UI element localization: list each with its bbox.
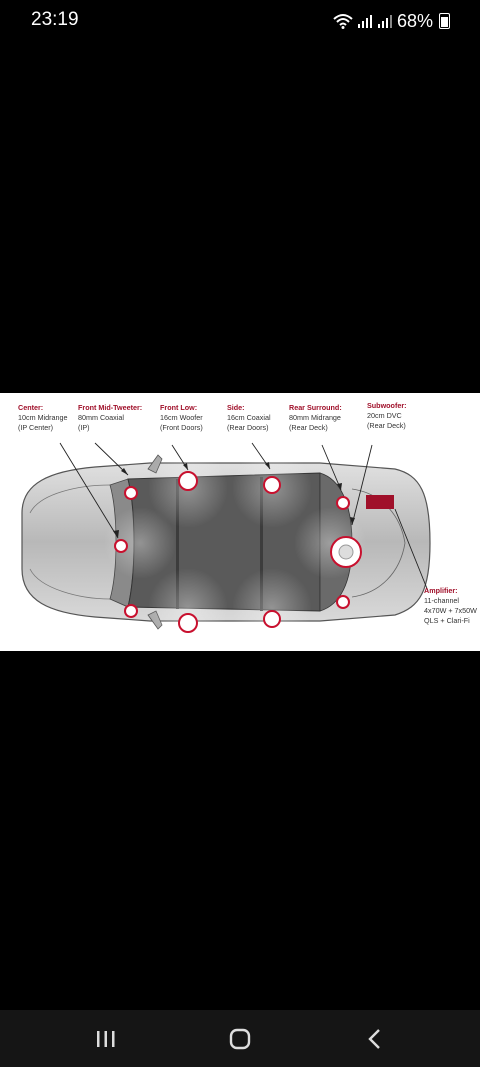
status-bar: 23:19 68% (0, 0, 480, 40)
label-line: (Rear Doors) (227, 423, 269, 432)
speaker-front-tweeter-left (124, 486, 138, 500)
speaker-side-right (263, 610, 281, 628)
home-button[interactable] (220, 1024, 260, 1054)
navigation-bar (0, 1010, 480, 1067)
label-center: Center: 10cm Midrange (IP Center) (18, 403, 68, 433)
label-line: (IP Center) (18, 423, 54, 432)
car-illustration (21, 442, 431, 648)
label-title: Rear Surround: (289, 403, 342, 412)
car-audio-diagram[interactable]: Center: 10cm Midrange (IP Center) Front … (0, 393, 480, 651)
recent-apps-icon (97, 1031, 115, 1047)
speaker-front-tweeter-right (124, 604, 138, 618)
label-line: (Rear Deck) (367, 421, 406, 430)
label-front-low: Front Low: 16cm Woofer (Front Doors) (160, 403, 203, 433)
label-line: 80mm Coaxial (78, 413, 124, 422)
status-time: 23:19 (31, 9, 79, 30)
label-line: 16cm Woofer (160, 413, 203, 422)
label-title: Front Low: (160, 403, 198, 412)
label-title: Side: (227, 403, 245, 412)
label-rear-surround: Rear Surround: 80mm Midrange (Rear Deck) (289, 403, 342, 433)
label-line: (IP) (78, 423, 90, 432)
label-subwoofer: Subwoofer: 20cm DVC (Rear Deck) (367, 401, 407, 431)
label-title: Subwoofer: (367, 401, 407, 410)
back-button[interactable] (355, 1024, 395, 1054)
label-amplifier: Amplifier: 11-channel 4x70W + 7x50W QLS … (424, 586, 477, 626)
speaker-side-left (263, 476, 281, 494)
label-line: 11-channel (424, 596, 460, 605)
label-line: 16cm Coaxial (227, 413, 271, 422)
label-line: 10cm Midrange (18, 413, 68, 422)
signal-icon (377, 15, 392, 28)
home-icon (229, 1028, 251, 1050)
label-line: (Rear Deck) (289, 423, 328, 432)
label-title: Amplifier: (424, 586, 458, 595)
recent-apps-button[interactable] (86, 1024, 126, 1054)
label-line: 4x70W + 7x50W (424, 606, 477, 615)
back-icon (368, 1029, 380, 1049)
status-icons: 68% (333, 10, 450, 32)
label-front-mid-tweeter: Front Mid-Tweeter: 80mm Coaxial (IP) (78, 403, 142, 433)
amplifier-box (366, 495, 394, 509)
speaker-rear-surround-left (336, 496, 350, 510)
speaker-front-low-right (178, 613, 198, 633)
battery-icon (439, 13, 450, 29)
speaker-center (114, 539, 128, 553)
speaker-front-low-left (178, 471, 198, 491)
label-title: Center: (18, 403, 44, 412)
label-title: Front Mid-Tweeter: (78, 403, 143, 412)
label-line: 80mm Midrange (289, 413, 341, 422)
label-side: Side: 16cm Coaxial (Rear Doors) (227, 403, 271, 433)
battery-percent: 68% (396, 10, 433, 31)
label-line: QLS + Clari-Fi (424, 616, 470, 625)
signal-icon (357, 15, 372, 28)
label-line: (Front Doors) (160, 423, 203, 432)
wifi-icon (333, 14, 353, 29)
label-line: 20cm DVC (367, 411, 402, 420)
speaker-rear-surround-right (336, 595, 350, 609)
